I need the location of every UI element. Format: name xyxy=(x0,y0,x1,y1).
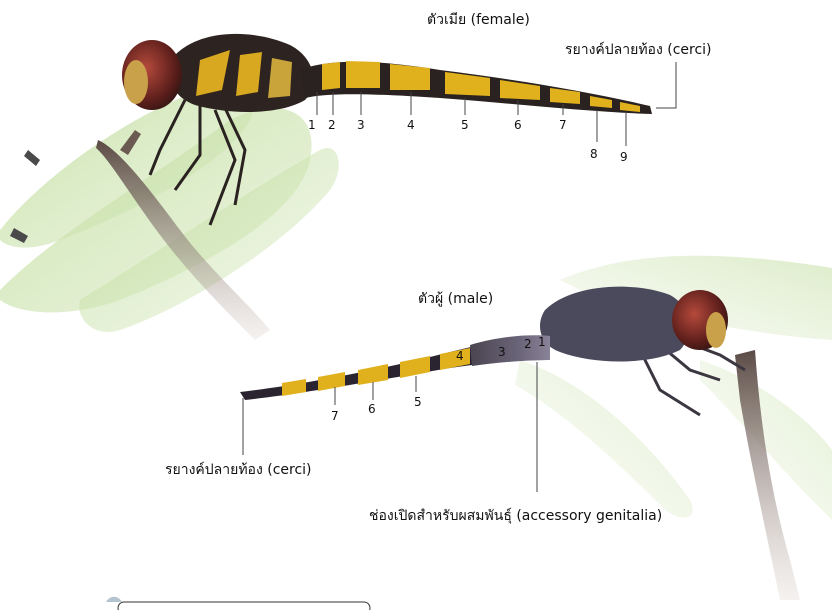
dragonfly-diagram-icon xyxy=(106,597,370,610)
male-wing-lower-1 xyxy=(515,360,693,518)
female-segment-2: 2 xyxy=(328,118,336,132)
male-segment-3: 3 xyxy=(498,345,506,359)
male-cerci-label: รยางค์ปลายท้อง (cerci) xyxy=(165,461,312,478)
female-cerci-leader xyxy=(656,62,676,108)
male-title: ตัวผู้ (male) xyxy=(418,291,493,307)
female-segment-8: 8 xyxy=(590,147,598,161)
female-segment-1: 1 xyxy=(308,118,316,132)
female-segment-6: 6 xyxy=(514,118,522,132)
male-segment-5: 5 xyxy=(414,395,422,409)
female-wing-pterostigma xyxy=(24,150,40,166)
male-dragonfly: ตัวผู้ (male) 1 2 3 4 5 6 7 รยางค์ปลายท้… xyxy=(165,256,832,600)
female-cerci-label: รยางค์ปลายท้อง (cerci) xyxy=(565,41,712,58)
male-segment-7: 7 xyxy=(331,409,339,423)
female-abdomen-bands xyxy=(322,61,640,112)
female-title: ตัวเมีย (female) xyxy=(427,12,530,28)
male-segment-6: 6 xyxy=(368,402,376,416)
female-segment-5: 5 xyxy=(461,118,469,132)
female-segment-7: 7 xyxy=(559,118,567,132)
female-thorax-stripe-2 xyxy=(236,52,262,96)
female-thorax-stripe-3 xyxy=(268,58,292,98)
male-accessory-label: ช่องเปิดสำหรับผสมพันธุ์ (accessory genit… xyxy=(369,507,662,524)
female-segment-9: 9 xyxy=(620,150,628,164)
male-thorax xyxy=(540,287,689,362)
female-face xyxy=(124,60,148,104)
male-segment-4: 4 xyxy=(456,349,464,363)
male-face xyxy=(706,312,726,348)
male-segment-1: 1 xyxy=(538,335,546,349)
female-segment-4: 4 xyxy=(407,118,415,132)
male-segment-2: 2 xyxy=(524,337,532,351)
female-segment-3: 3 xyxy=(357,118,365,132)
